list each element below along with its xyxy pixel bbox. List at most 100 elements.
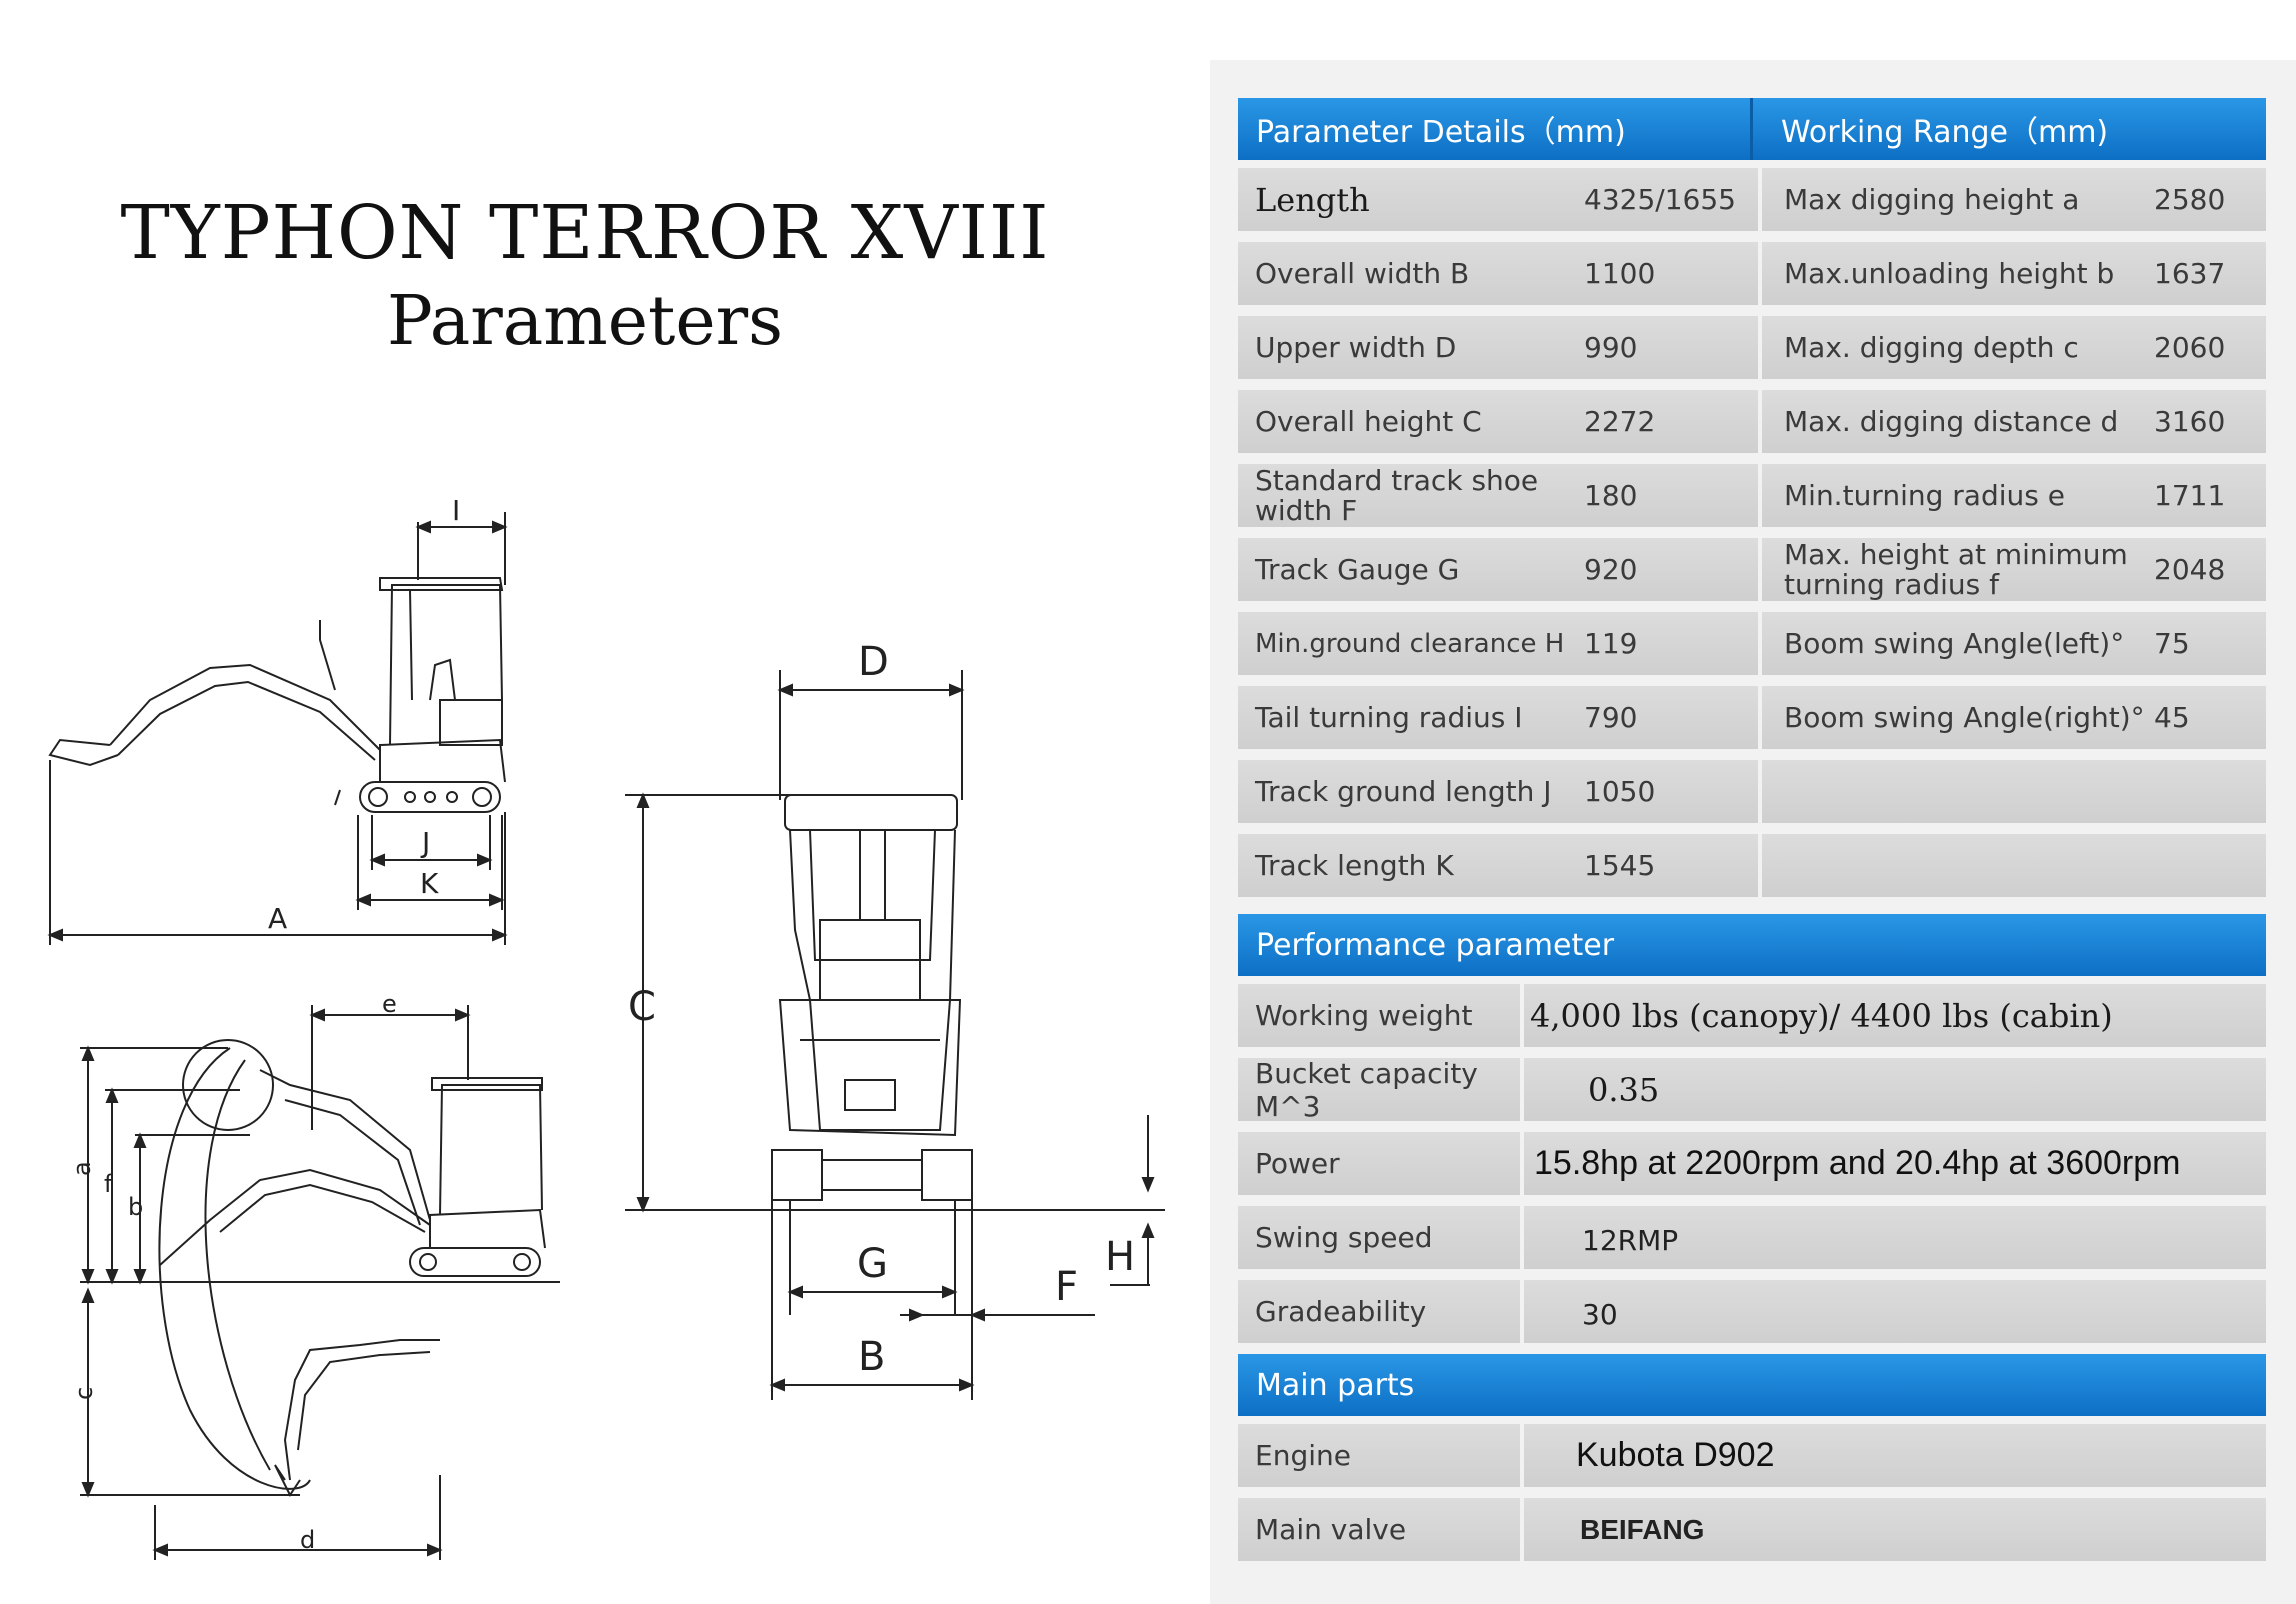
range-name — [1762, 834, 2154, 897]
perf-value: 4,000 lbs (canopy)/ 4400 lbs (cabin) — [1524, 984, 2266, 1047]
perf-value: 12RMP — [1524, 1206, 2266, 1269]
range-value: 3160 — [2154, 390, 2266, 453]
range-value — [2154, 834, 2266, 897]
param-value: 4325/1655 — [1584, 168, 1758, 231]
range-value: 45 — [2154, 686, 2266, 749]
dim-label-d: d — [300, 1526, 315, 1554]
param-name: Min.ground clearance H — [1238, 612, 1584, 675]
spec-row: Track length K 1545 — [1238, 834, 2266, 897]
range-value: 1637 — [2154, 242, 2266, 305]
main-parts-header-label: Main parts — [1256, 1367, 1415, 1403]
performance-row: Gradeability 30 — [1238, 1280, 2266, 1343]
spec-row: Length 4325/1655 Max digging height a 25… — [1238, 168, 2266, 231]
param-value: 1100 — [1584, 242, 1758, 305]
header-working-range: Working Range（mm) — [1781, 115, 2109, 150]
param-name: Track ground length J — [1238, 760, 1584, 823]
range-value: 75 — [2154, 612, 2266, 675]
param-value: 920 — [1584, 538, 1758, 601]
part-name: Main valve — [1238, 1498, 1520, 1561]
dim-label-f: f — [104, 1170, 113, 1198]
side-view-excavator — [48, 577, 506, 813]
performance-row: Swing speed 12RMP — [1238, 1206, 2266, 1269]
range-name: Max. digging distance d — [1762, 390, 2154, 453]
dim-label-J: J — [420, 826, 430, 859]
front-view-excavator — [771, 794, 973, 1201]
spec-row: Overall width B 1100 Max.unloading heigh… — [1238, 242, 2266, 305]
performance-row: Power 15.8hp at 2200rpm and 20.4hp at 36… — [1238, 1132, 2266, 1195]
page-subtitle: Parameters — [387, 282, 783, 361]
dim-label-e: e — [382, 990, 397, 1018]
perf-name: Gradeability — [1238, 1280, 1520, 1343]
param-value: 119 — [1584, 612, 1758, 675]
dim-label-D: D — [858, 639, 889, 685]
param-value: 180 — [1584, 464, 1758, 527]
param-name: Length — [1238, 168, 1584, 231]
dim-label-C: C — [628, 984, 656, 1030]
param-name: Tail turning radius I — [1238, 686, 1584, 749]
perf-value: 0.35 — [1524, 1058, 2266, 1121]
dim-label-A: A — [268, 902, 287, 935]
dim-label-K: K — [420, 867, 439, 900]
spec-row: Min.ground clearance H 119 Boom swing An… — [1238, 612, 2266, 675]
param-value: 790 — [1584, 686, 1758, 749]
param-name: Standard track shoe width F — [1238, 464, 1584, 527]
left-panel: TYPHON TERROR XVIII Parameters — [47, 190, 1165, 1560]
main-parts-row: Main valve BEIFANG — [1238, 1498, 2266, 1561]
range-value: 2048 — [2154, 538, 2266, 601]
performance-header: Performance parameter — [1238, 914, 2266, 976]
spec-row: Track ground length J 1050 — [1238, 760, 2266, 823]
param-name: Overall width B — [1238, 242, 1584, 305]
param-name: Track length K — [1238, 834, 1584, 897]
performance-row: Bucket capacity M^3 0.35 — [1238, 1058, 2266, 1121]
perf-value: 15.8hp at 2200rpm and 20.4hp at 3600rpm — [1524, 1132, 2266, 1195]
range-name: Boom swing Angle(left)° — [1762, 612, 2154, 675]
param-name: Track Gauge G — [1238, 538, 1584, 601]
main-parts-row: Engine Kubota D902 — [1238, 1424, 2266, 1487]
dim-label-F: F — [1055, 1264, 1078, 1310]
param-value: 1545 — [1584, 834, 1758, 897]
param-name: Upper width D — [1238, 316, 1584, 379]
performance-header-label: Performance parameter — [1256, 927, 1615, 963]
perf-name: Bucket capacity M^3 — [1238, 1058, 1520, 1121]
perf-name: Power — [1238, 1132, 1520, 1195]
header-parameter-details: Parameter Details（mm) — [1256, 115, 1626, 150]
range-value: 2060 — [2154, 316, 2266, 379]
range-name: Max.unloading height b — [1762, 242, 2154, 305]
dim-label-a: a — [68, 1161, 96, 1176]
dim-label-G: G — [857, 1241, 888, 1287]
param-value: 2272 — [1584, 390, 1758, 453]
range-name: Max digging height a — [1762, 168, 2154, 231]
range-name: Max. height at minimum turning radius f — [1762, 538, 2154, 601]
spec-row: Overall height C 2272 Max. digging dista… — [1238, 390, 2266, 453]
param-value: 1050 — [1584, 760, 1758, 823]
range-name: Min.turning radius e — [1762, 464, 2154, 527]
spec-row: Tail turning radius I 790 Boom swing Ang… — [1238, 686, 2266, 749]
part-value: BEIFANG — [1524, 1498, 2266, 1561]
dim-label-I: I — [452, 494, 460, 527]
perf-name: Swing speed — [1238, 1206, 1520, 1269]
range-value: 1711 — [2154, 464, 2266, 527]
spec-row: Track Gauge G 920 Max. height at minimum… — [1238, 538, 2266, 601]
dim-label-b: b — [128, 1193, 143, 1221]
page-title: TYPHON TERROR XVIII — [120, 190, 1050, 276]
dim-label-H: H — [1105, 1234, 1135, 1280]
param-name: Overall height C — [1238, 390, 1584, 453]
spec-row: Standard track shoe width F 180 Min.turn… — [1238, 464, 2266, 527]
spec-row: Upper width D 990 Max. digging depth c 2… — [1238, 316, 2266, 379]
perf-name: Working weight — [1238, 984, 1520, 1047]
performance-row: Working weight 4,000 lbs (canopy)/ 4400 … — [1238, 984, 2266, 1047]
part-value: Kubota D902 — [1524, 1424, 2266, 1487]
range-value: 2580 — [2154, 168, 2266, 231]
perf-value: 30 — [1524, 1280, 2266, 1343]
dim-label-c: c — [70, 1387, 98, 1400]
dim-label-B: B — [858, 1334, 885, 1380]
header-divider — [1750, 98, 1753, 160]
range-name: Max. digging depth c — [1762, 316, 2154, 379]
range-name: Boom swing Angle(right)° — [1762, 686, 2154, 749]
param-value: 990 — [1584, 316, 1758, 379]
range-value — [2154, 760, 2266, 823]
working-range-excavator — [159, 1069, 546, 1497]
part-name: Engine — [1238, 1424, 1520, 1487]
main-parts-header: Main parts — [1238, 1354, 2266, 1416]
spec-table-header: Parameter Details（mm) Working Range（mm) — [1238, 98, 2266, 160]
